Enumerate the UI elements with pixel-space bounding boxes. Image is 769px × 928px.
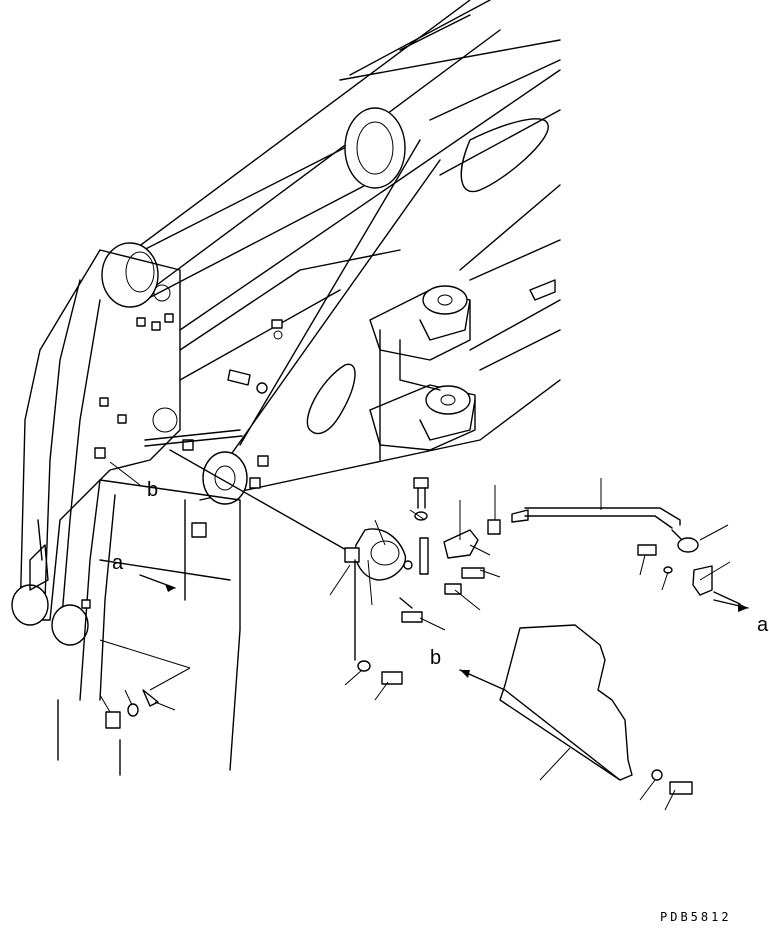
lower-arm-body [29,407,356,776]
washer-bolt-set [105,660,403,729]
callout-a-left: a [112,552,124,574]
pivot-pin [101,107,406,308]
cover-plate [499,624,693,795]
leader-lines [99,461,731,811]
bolt-upper [413,477,429,521]
callout-b-left: b [147,479,159,501]
boom-frame [11,139,561,646]
arm-upper-section [117,0,561,371]
light-assembly [344,528,423,661]
callout-b-right: b [430,647,442,669]
pipe-assembly [511,507,741,605]
direction-arrows [139,574,749,691]
bracket-part [419,519,501,595]
callout-a-right: a [757,614,769,636]
drawing-code: PDB5812 [660,910,732,924]
lug-brackets [369,279,556,461]
